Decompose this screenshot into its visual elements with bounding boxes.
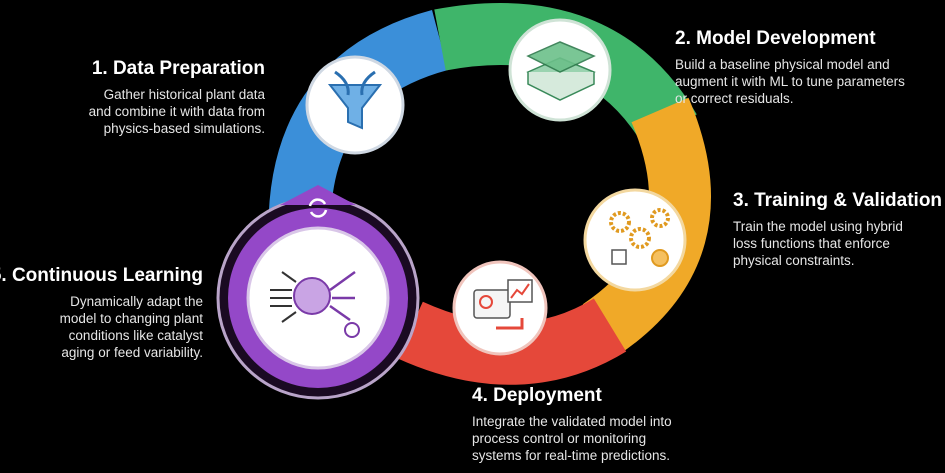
step-deployment: 4. Deployment Integrate the validated mo… — [472, 385, 672, 464]
step-title: 3. Training & Validation — [733, 190, 943, 211]
step-desc-line: conditions like catalyst — [68, 328, 203, 343]
step-desc-line: or correct residuals. — [675, 91, 794, 106]
layered-model-icon — [508, 18, 612, 122]
step-desc-line: and combine it with data from — [88, 104, 265, 119]
step-desc-line: model to changing plant — [59, 311, 203, 326]
step-desc-line: Train the model using hybrid — [733, 219, 903, 234]
funnel-icon — [305, 55, 405, 155]
step-desc-line: aging or feed variability. — [61, 345, 203, 360]
dashboard-icon — [452, 260, 548, 356]
step-title: 5. Continuous Learning — [0, 265, 203, 286]
step-desc-line: loss functions that enforce — [733, 236, 890, 251]
step-desc-line: physical constraints. — [733, 253, 855, 268]
step-desc-line: process control or monitoring — [472, 431, 647, 446]
step-model-development: 2. Model Development Build a baseline ph… — [675, 28, 905, 107]
brain-icon — [246, 226, 390, 370]
segment-deployment — [397, 298, 627, 385]
step-desc-line: systems for real-time predictions. — [472, 448, 671, 463]
step-desc-line: Gather historical plant data — [103, 87, 265, 102]
step-data-preparation: 1. Data Preparation Gather historical pl… — [89, 58, 265, 137]
refresh-icon — [308, 198, 328, 218]
step-desc-line: augment it with ML to tune parameters — [675, 74, 905, 89]
step-desc-line: Dynamically adapt the — [70, 294, 203, 309]
step-desc-line: Build a baseline physical model and — [675, 57, 890, 72]
step-title: 4. Deployment — [472, 385, 602, 406]
step-title: 1. Data Preparation — [91, 58, 265, 79]
step-training-validation: 3. Training & Validation Train the model… — [733, 190, 942, 269]
step-desc-line: Integrate the validated model into — [472, 414, 672, 429]
gears-icon — [583, 188, 687, 292]
step-continuous-learning: 5. Continuous Learning Dynamically adapt… — [0, 265, 203, 361]
step-desc-line: physics-based simulations. — [103, 121, 265, 136]
step-title: 2. Model Development — [675, 28, 876, 49]
